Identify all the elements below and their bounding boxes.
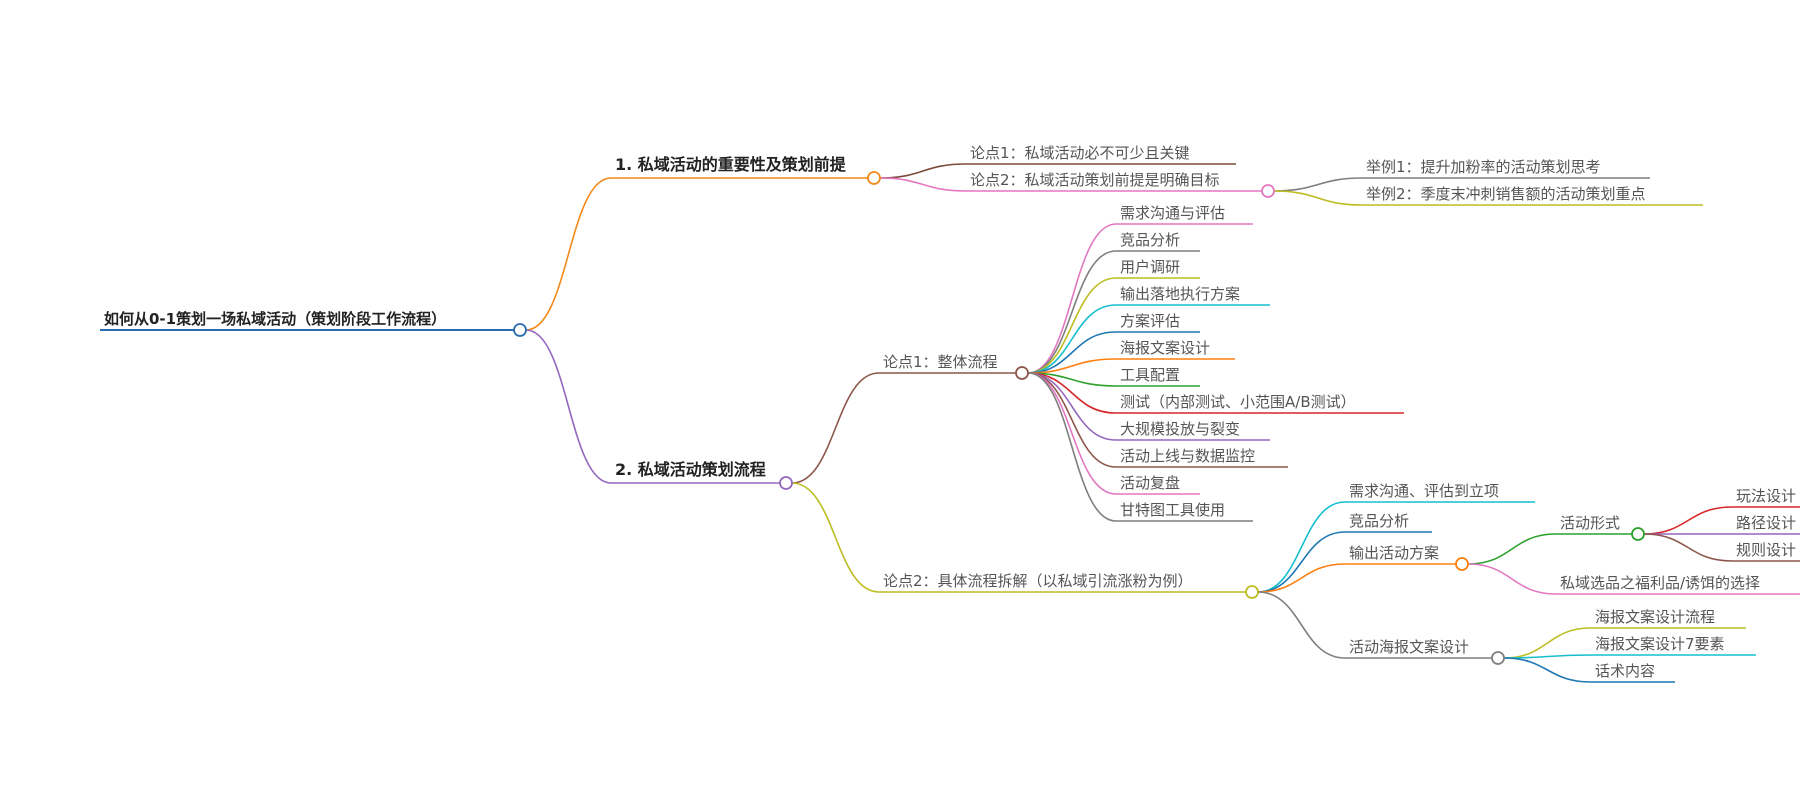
mindmap-node-label-r1-0-0[interactable]: 需求沟通与评估: [1120, 204, 1226, 222]
mindmap-connector-r1-0-11: [1027, 372, 1117, 522]
mindmap-connector-r1-0-9: [1027, 372, 1117, 468]
mindmap-node-label-r1-1-3[interactable]: 活动海报文案设计: [1349, 638, 1470, 656]
mindmap-node-label-r1-0-5[interactable]: 海报文案设计: [1120, 339, 1211, 357]
mindmap-node-label-r1-0-8[interactable]: 大规模投放与裂变: [1120, 420, 1241, 438]
mindmap-node-label-r1-0-2[interactable]: 用户调研: [1120, 258, 1181, 276]
mindmap-node-label-r1-1-3-2[interactable]: 话术内容: [1595, 662, 1656, 680]
mindmap-node-label-r0-1[interactable]: 论点2：私域活动策划前提是明确目标: [970, 171, 1220, 189]
mindmap-toggle-r0-1[interactable]: [1261, 184, 1275, 198]
mindmap-node-label-r1[interactable]: 2. 私域活动策划流程: [615, 460, 766, 479]
mindmap-toggle-r1-1-2[interactable]: [1455, 557, 1469, 571]
mindmap-node-label-r0[interactable]: 1. 私域活动的重要性及策划前提: [615, 155, 846, 174]
mindmap-connector-r1-0-5: [1027, 358, 1117, 374]
mindmap-node-label-r1-1-2-1[interactable]: 私域选品之福利品/诱饵的选择: [1560, 574, 1761, 592]
mindmap-connector-r0-1-1: [1273, 190, 1363, 206]
mindmap-connector-r1-1-2-0-0: [1643, 506, 1733, 535]
mindmap-node-label-r1-1-2-0-1[interactable]: 路径设计: [1736, 514, 1797, 532]
mindmap-node-label-r1-1-3-1[interactable]: 海报文案设计7要素: [1595, 635, 1725, 653]
mindmap-toggle-r0[interactable]: [867, 171, 881, 185]
mindmap-connector-r1-1-2-0-2: [1643, 533, 1733, 562]
mindmap-connector-r0-1: [879, 177, 967, 192]
mindmap-node-label-r0-1-1[interactable]: 举例2：季度末冲刺销售额的活动策划重点: [1366, 185, 1646, 203]
mindmap-toggle-r1-1-3[interactable]: [1491, 651, 1505, 665]
mindmap-connector-r1: [525, 329, 612, 484]
mindmap-node-label-r0-1-0[interactable]: 举例1：提升加粉率的活动策划思考: [1366, 158, 1601, 176]
mindmap-node-label-r1-1-2-0[interactable]: 活动形式: [1560, 514, 1621, 532]
mindmap-connector-r0: [525, 177, 612, 331]
mindmap-toggle-r1[interactable]: [779, 476, 793, 490]
mindmap-node-label-r0-0[interactable]: 论点1：私域活动必不可少且关键: [970, 144, 1190, 162]
mindmap-toggle-r[interactable]: [513, 323, 527, 337]
mindmap-connector-r1-1-3-2: [1503, 657, 1592, 683]
mindmap-node-label-r1-0-4[interactable]: 方案评估: [1120, 312, 1181, 330]
mindmap-node-label-r1-1-1[interactable]: 竞品分析: [1349, 512, 1410, 530]
mindmap-connector-r1-1-2-1: [1467, 563, 1557, 595]
mindmap-connector-r1-0-3: [1027, 304, 1117, 374]
mindmap-connector-r1-0-1: [1027, 250, 1117, 374]
mindmap-node-label-r1-0-9[interactable]: 活动上线与数据监控: [1120, 447, 1256, 465]
mindmap-node-label-r1-0-3[interactable]: 输出落地执行方案: [1120, 285, 1241, 303]
mindmap-connector-r0-1-0: [1273, 177, 1363, 192]
mindmap-node-label-r1-0-7[interactable]: 测试（内部测试、小范围A/B测试）: [1120, 393, 1356, 411]
mindmap-node-label-r1-0-6[interactable]: 工具配置: [1120, 366, 1181, 384]
mindmap-node-label-r1-1-2-0-2[interactable]: 规则设计: [1736, 541, 1797, 559]
mindmap-connector-r1-1-3-0: [1503, 627, 1592, 659]
mindmap-toggle-r1-1[interactable]: [1245, 585, 1259, 599]
mindmap-toggle-r1-0[interactable]: [1015, 366, 1029, 380]
mindmap-node-label-r1-0-10[interactable]: 活动复盘: [1120, 474, 1181, 492]
mindmap-connector-r1-1: [791, 482, 880, 593]
mindmap-node-label-r1-1-3-0[interactable]: 海报文案设计流程: [1595, 608, 1716, 626]
mindmap-connector-r1-1-0: [1257, 501, 1346, 593]
mindmap-connector-r1-1-2-0: [1467, 533, 1557, 565]
mindmap-connector-r1-0-8: [1027, 372, 1117, 441]
mindmap-node-label-r1-1[interactable]: 论点2：具体流程拆解（以私域引流涨粉为例）: [883, 572, 1193, 590]
mindmap-connector-r1-0-2: [1027, 277, 1117, 374]
mindmap-connector-r1-1-1: [1257, 531, 1346, 593]
mindmap-toggle-r1-1-2-0[interactable]: [1631, 527, 1645, 541]
mindmap-node-label-r1-1-2-0-0[interactable]: 玩法设计: [1736, 487, 1797, 505]
mindmap-node-label-r[interactable]: 如何从0-1策划一场私域活动（策划阶段工作流程）: [104, 310, 447, 328]
mindmap-node-label-r1-0[interactable]: 论点1：整体流程: [883, 353, 998, 371]
mindmap-node-label-r1-1-0[interactable]: 需求沟通、评估到立项: [1349, 482, 1500, 500]
mindmap-connector-r1-0-0: [1027, 223, 1117, 374]
mindmap-connector-r0-0: [879, 163, 967, 179]
mindmap-connector-r1-0: [791, 372, 880, 484]
mindmap-connector-r1-0-4: [1027, 331, 1117, 374]
mindmap-connector-r1-0-10: [1027, 372, 1117, 495]
mindmap-node-label-r1-0-11[interactable]: 甘特图工具使用: [1120, 501, 1226, 519]
mindmap-connector-r1-1-3: [1257, 591, 1346, 659]
mindmap-node-label-r1-0-1[interactable]: 竞品分析: [1120, 231, 1181, 249]
mindmap-connector-r1-1-2: [1257, 563, 1346, 593]
mindmap-node-label-r1-1-2[interactable]: 输出活动方案: [1349, 544, 1440, 562]
